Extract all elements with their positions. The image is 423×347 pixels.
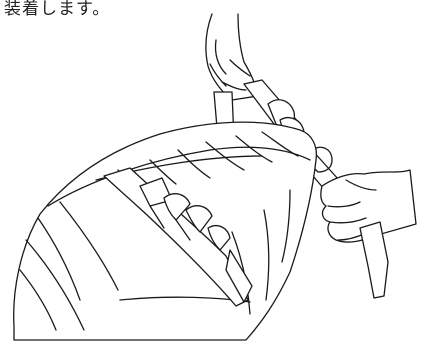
lower-hand	[321, 170, 416, 298]
